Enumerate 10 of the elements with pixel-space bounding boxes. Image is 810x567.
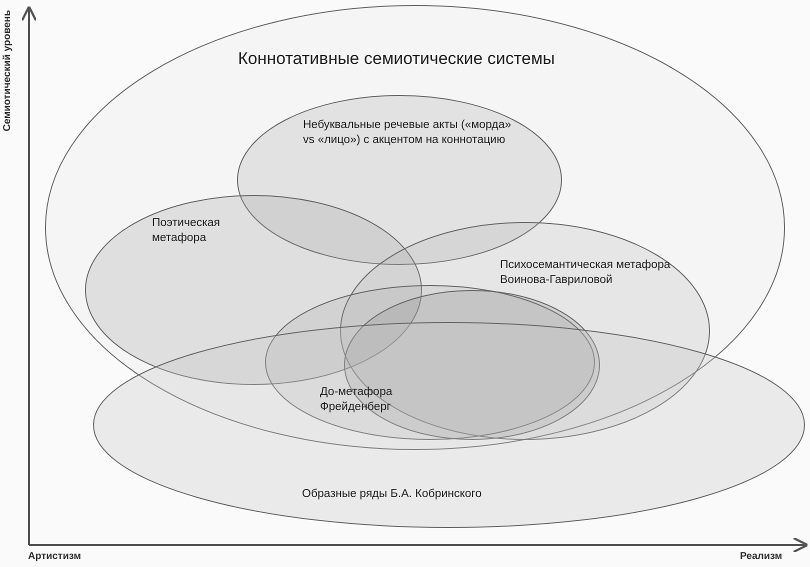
set-ellipse [93, 322, 805, 528]
set-label: Небуквальные речевые акты («морда» vs «лицо») с акцентом на коннотацию [303, 118, 512, 148]
set-label: Психосемантическая метафора Воинова-Гавриловой [500, 258, 672, 288]
heading: Коннотативные семиотические системы [238, 48, 556, 70]
axis-label: Семиотический уровень [2, 10, 13, 132]
set-label: Образные ряды Б.А. Кобринского [302, 487, 483, 502]
set-label: До-метафора Фрейденберг [320, 385, 394, 415]
set-label: Поэтическая метафора [152, 216, 222, 246]
axis-label: Реализм [740, 551, 782, 562]
axis-label: Артистизм [28, 551, 81, 562]
